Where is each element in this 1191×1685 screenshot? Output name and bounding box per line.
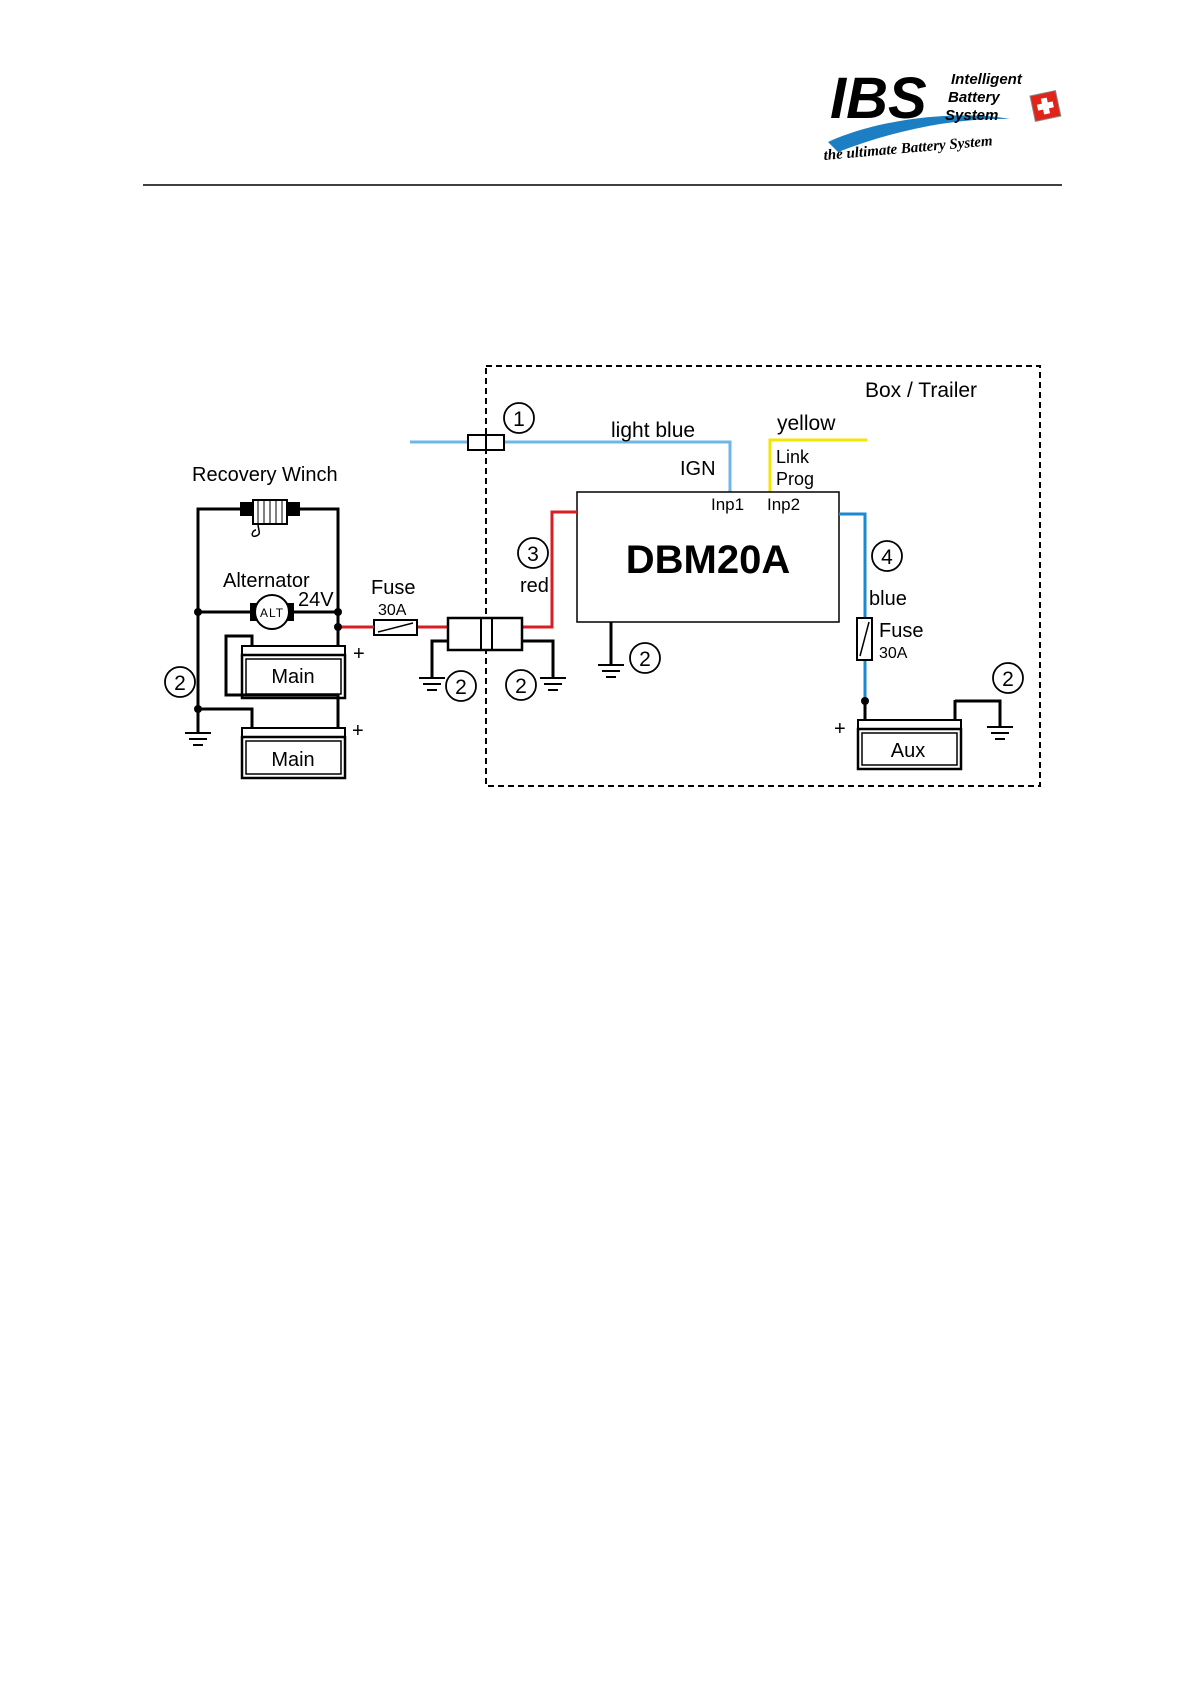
winch-icon [240, 500, 300, 536]
aux-plus-label: + [834, 718, 846, 740]
svg-text:2: 2 [1002, 668, 1014, 691]
recovery-winch-label: Recovery Winch [192, 464, 338, 486]
svg-text:2: 2 [639, 648, 651, 671]
wire-yellow-label: yellow [777, 412, 836, 435]
junction-dot [334, 608, 342, 616]
junction-dot [194, 608, 202, 616]
box-trailer-label: Box / Trailer [865, 379, 977, 402]
ground-icon [540, 678, 566, 690]
fuse-right-rating: 30A [879, 645, 908, 662]
ign-label: IGN [680, 458, 716, 480]
ibs-logo: IBS Intelligent Battery System the ultim… [823, 66, 1061, 164]
marker-2-device: 2 [630, 643, 660, 673]
inp1-label: Inp1 [711, 495, 744, 514]
svg-text:2: 2 [174, 672, 186, 695]
marker-2-connector-left: 2 [446, 671, 476, 701]
ground-icon [987, 727, 1013, 739]
main-2-plus-label: + [352, 720, 364, 742]
wire-red-label: red [520, 575, 549, 597]
wiring-diagram: Box / Trailer light blue IGN 1 yellow Li… [165, 366, 1040, 786]
wire-red-upper [522, 512, 577, 627]
swiss-flag-icon [1030, 91, 1061, 122]
ground-icon [185, 733, 211, 745]
alternator-symbol: ALT [260, 606, 284, 620]
ground-icon [598, 665, 624, 677]
junction-dot [194, 705, 202, 713]
fuse-left-label: Fuse [371, 577, 415, 599]
logo-line-intelligent: Intelligent [951, 71, 1023, 88]
inp2-label: Inp2 [767, 495, 800, 514]
aux-battery-label: Aux [891, 740, 925, 762]
fuse-right-label: Fuse [879, 620, 923, 642]
trailer-connector [448, 618, 522, 650]
alternator-label: Alternator [223, 570, 310, 592]
marker-2-main: 2 [165, 667, 195, 697]
alternator-voltage: 24V [298, 589, 334, 611]
fuse-left-icon [374, 620, 417, 635]
prog-label: Prog [776, 469, 814, 489]
main-battery-1-label: Main [271, 666, 314, 688]
svg-text:2: 2 [515, 675, 527, 698]
svg-text:1: 1 [513, 408, 525, 431]
main-1-plus-label: + [353, 643, 365, 665]
dbm20a-label: DBM20A [626, 538, 790, 582]
logo-line-system: System [945, 107, 998, 124]
marker-2-connector-right: 2 [506, 670, 536, 700]
fuse-left-rating: 30A [378, 602, 407, 619]
svg-text:2: 2 [455, 676, 467, 699]
marker-4: 4 [872, 541, 902, 571]
logo-line-battery: Battery [948, 89, 1000, 106]
wire-light-blue-label: light blue [611, 419, 695, 442]
ground-icon [419, 678, 445, 690]
fuse-right-icon [857, 618, 872, 660]
link-label: Link [776, 447, 810, 467]
logo-brand: IBS [830, 66, 927, 131]
marker-2-aux: 2 [993, 663, 1023, 693]
svg-text:4: 4 [881, 546, 893, 569]
marker-3: 3 [518, 538, 548, 568]
marker-1: 1 [504, 403, 534, 433]
svg-text:3: 3 [527, 543, 539, 566]
wire-blue [839, 514, 865, 700]
wire-blue-label: blue [869, 588, 907, 610]
main-battery-2-label: Main [271, 749, 314, 771]
